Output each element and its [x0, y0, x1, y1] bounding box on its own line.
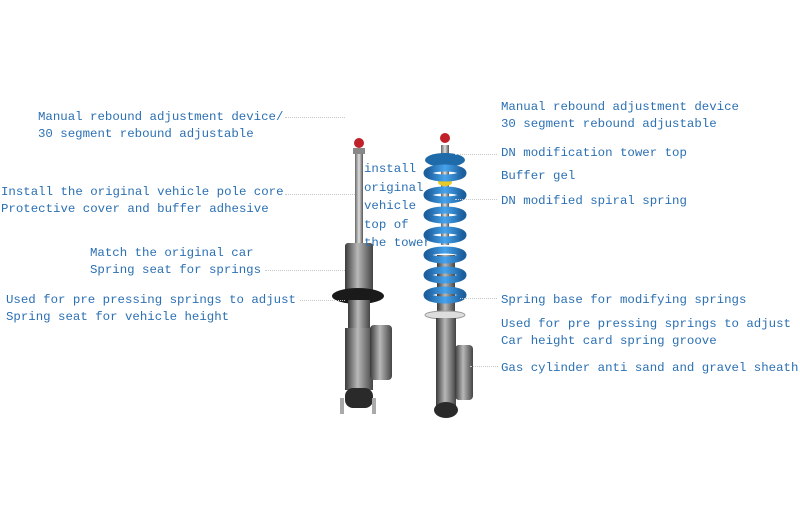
label-rebound-right: Manual rebound adjustment device 30 segm…: [501, 99, 739, 133]
label-dn-tower-top: DN modification tower top: [501, 146, 687, 160]
label-line: Manual rebound adjustment device: [501, 100, 739, 114]
label-line: 30 segment rebound adjustable: [38, 127, 254, 141]
label-spring-seat: Match the original car Spring seat for s…: [90, 245, 261, 279]
label-spiral-spring: DN modified spiral spring: [501, 194, 687, 208]
label-spring-base: Spring base for modifying springs: [501, 293, 747, 307]
label-rebound-left: Manual rebound adjustment device/ 30 seg…: [38, 109, 283, 143]
label-line: install: [364, 162, 417, 176]
label-line: Manual rebound adjustment device/: [38, 110, 284, 124]
label-line: Used for pre pressing springs to adjust: [501, 317, 791, 331]
right-shock-absorber: [423, 133, 473, 418]
label-line: original: [364, 180, 424, 195]
label-vehicle-height: Used for pre pressing springs to adjust …: [6, 292, 296, 326]
label-line: the tower: [364, 236, 431, 250]
label-line: Protective cover and buffer adhesive: [1, 202, 269, 216]
label-line: top of: [364, 217, 409, 232]
label-line: Spring seat for vehicle height: [6, 310, 230, 324]
label-tower-top: install original vehicle top of the towe…: [364, 160, 431, 253]
label-line: 30 segment rebound adjustable: [501, 117, 717, 131]
label-line: vehicle: [364, 199, 417, 213]
label-gravel-sheath: Gas cylinder anti sand and gravel sheath: [501, 361, 799, 375]
left-shock-absorber: [332, 138, 392, 414]
label-pole-core: Install the original vehicle pole core P…: [1, 184, 284, 218]
label-line: Match the original car: [90, 246, 254, 260]
label-line: Used for pre pressing springs to adjust: [6, 293, 296, 307]
label-spring-groove: Used for pre pressing springs to adjust …: [501, 316, 791, 350]
label-buffer-gel: Buffer gel: [501, 169, 576, 183]
label-line: Install the original vehicle pole core: [1, 185, 284, 199]
label-line: Car height card spring groove: [501, 334, 717, 348]
label-line: Spring seat for springs: [90, 263, 262, 277]
rebound-knob-icon: [440, 133, 450, 143]
rebound-knob-icon: [354, 138, 364, 148]
